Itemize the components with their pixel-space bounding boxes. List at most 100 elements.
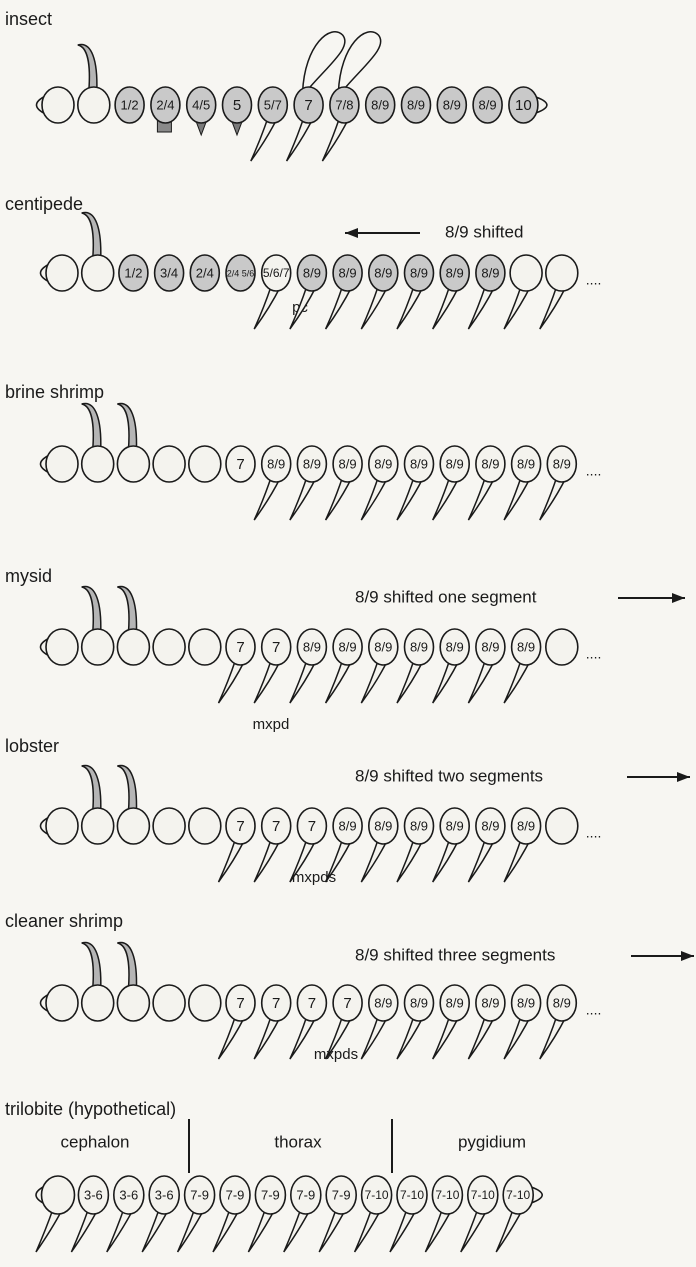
segment: 8/9 [504, 985, 540, 1059]
leg-appendage [433, 839, 459, 882]
segment-label: 8/9 [410, 639, 428, 654]
leg-appendage [178, 1209, 204, 1252]
segment: 7-10 [461, 1176, 498, 1252]
segment-body [117, 629, 149, 665]
leg-appendage [254, 660, 280, 703]
segment-label: 7-10 [400, 1188, 424, 1202]
segment: 7-9 [178, 1176, 215, 1252]
segment-label: 8/9 [481, 639, 499, 654]
segment-body [117, 446, 149, 482]
segment-label: 8/9 [553, 456, 571, 471]
segment-label: 8/9 [517, 639, 535, 654]
leg-appendage [504, 286, 530, 329]
segment-label: 8/9 [517, 818, 535, 833]
segment-label: 7 [308, 995, 316, 1012]
leg-appendage [397, 286, 423, 329]
segment: 8/9 [326, 446, 363, 520]
segment [546, 629, 578, 665]
segment-body [153, 446, 185, 482]
segment: 8/9 [433, 255, 470, 329]
segment-label: 7 [272, 639, 280, 656]
segment-label: 8/9 [517, 456, 535, 471]
segment-label: 8/9 [339, 818, 357, 833]
segment-label: 3-6 [155, 1187, 174, 1202]
leg-appendage [219, 1016, 245, 1059]
segment: 2/4 [190, 255, 219, 291]
leg-appendage [468, 839, 494, 882]
segment: 8/9 [326, 808, 363, 882]
leg-appendage [290, 477, 316, 520]
segment-label: 8/9 [446, 818, 464, 833]
leg-appendage [326, 286, 352, 329]
segment: 7 [219, 985, 256, 1059]
segment: 8/9 [433, 446, 470, 520]
segment: 7 [219, 808, 256, 882]
segment-label: 8/9 [481, 265, 499, 280]
segment-label: 7 [272, 818, 280, 835]
segment [46, 629, 78, 665]
segment-label: 5 [233, 97, 241, 114]
segment-label: 7-9 [296, 1187, 315, 1202]
leg-appendage [322, 118, 348, 161]
body-region-label: cephalon [60, 1132, 129, 1151]
segment-body [117, 985, 149, 1021]
segment: 7 [226, 446, 255, 482]
segment-label: 8/9 [410, 456, 428, 471]
segment-label: 2/4 [156, 97, 174, 112]
leg-appendage [433, 477, 459, 520]
leg-appendage [284, 1209, 310, 1252]
segment-label: 8/9 [303, 265, 321, 280]
segment-label: 1/2 [124, 265, 142, 280]
organism-title: brine shrimp [5, 382, 104, 402]
leg-appendage [219, 839, 245, 882]
segment [82, 403, 114, 482]
segment-body [189, 808, 221, 844]
shift-arrowhead [345, 228, 358, 238]
leg-appendage [504, 660, 530, 703]
leg-appendage [254, 286, 280, 329]
segment [78, 44, 110, 123]
segment-body [46, 446, 78, 482]
organism-title: lobster [5, 736, 59, 756]
segment: 8/9 [326, 629, 363, 703]
leg-appendage [290, 1016, 316, 1059]
segment-label: 8/9 [267, 456, 285, 471]
segment: 8/9 [468, 629, 505, 703]
segment [540, 255, 578, 329]
segment-label: 7-9 [261, 1187, 280, 1202]
segment [46, 808, 78, 844]
leg-appendage [361, 286, 387, 329]
leg-appendage [290, 660, 316, 703]
segment-label: 8/9 [339, 265, 357, 280]
segment: 8/9 [366, 87, 395, 123]
segment-label: 8/9 [410, 818, 428, 833]
segment-label: 7 [272, 995, 280, 1012]
segment-label: 8/9 [374, 265, 392, 280]
leg-appendage [326, 477, 352, 520]
trailing-dots: .... [586, 272, 602, 288]
segment [153, 446, 185, 482]
segment-label: 8/9 [446, 995, 464, 1010]
segment: 8/9 [361, 446, 398, 520]
segment-body [82, 808, 114, 844]
segment: 7-9 [213, 1176, 250, 1252]
segment-label: 7 [304, 97, 312, 114]
segment [82, 942, 114, 1021]
segment: 10 [509, 87, 538, 123]
organism-row-3: mysid8/9 shifted one segmentmxpd....778/… [5, 566, 685, 733]
segment: 5/7 [251, 87, 287, 161]
segment: 8/9 [473, 87, 502, 123]
segment-body [189, 985, 221, 1021]
segment: 7-10 [355, 1176, 392, 1252]
segment [42, 87, 74, 123]
leg-appendage [361, 1016, 387, 1059]
segment: 2/4 5/6 [226, 255, 255, 291]
leg-appendage [540, 286, 566, 329]
segment: 5 [223, 87, 252, 135]
segment-label: 7-10 [506, 1188, 530, 1202]
segment-label: 7-9 [226, 1187, 245, 1202]
antenna [82, 942, 101, 989]
segment: 8/9 [402, 87, 431, 123]
